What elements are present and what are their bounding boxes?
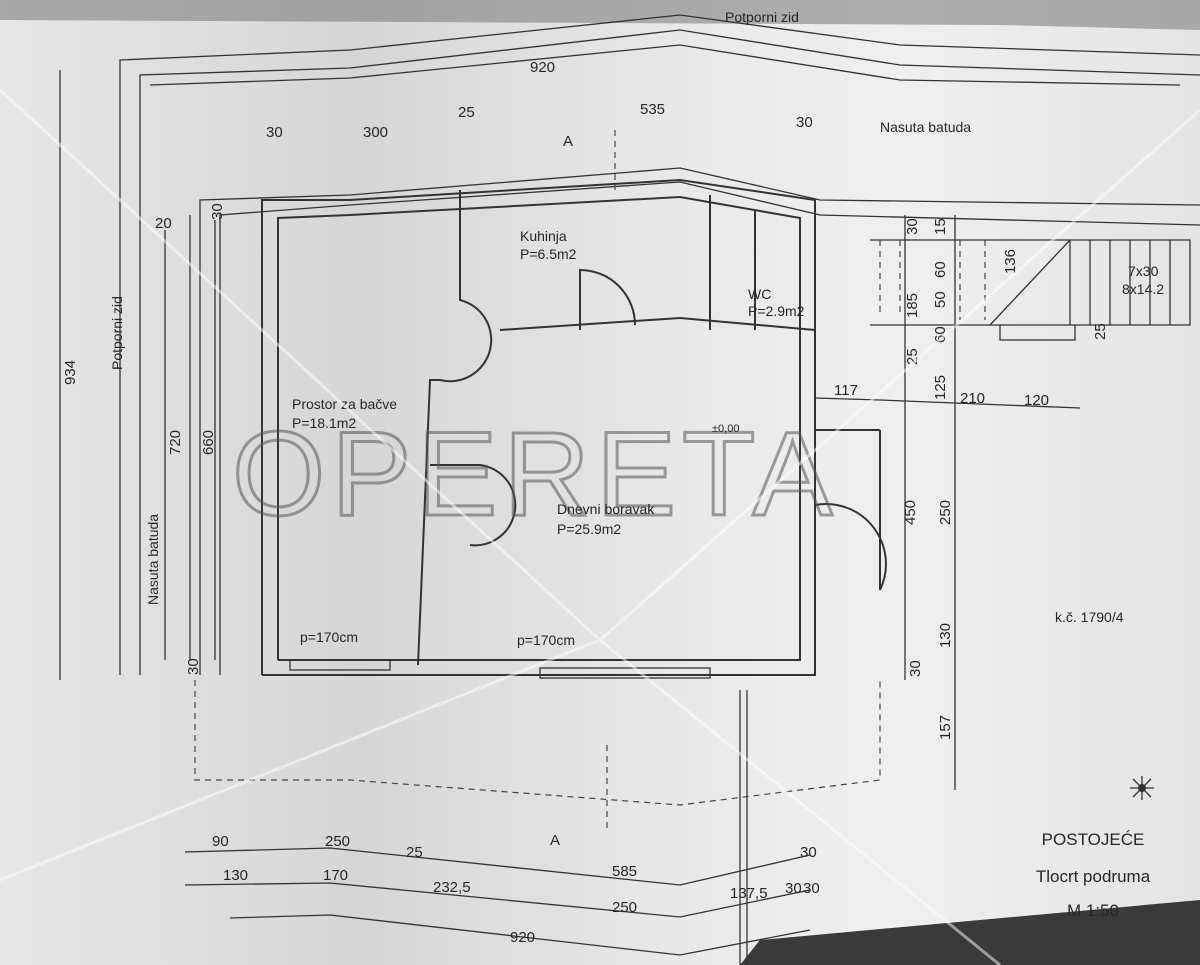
window-label: p=170cm <box>517 632 575 648</box>
dimension: 50 <box>932 291 949 308</box>
table-shadow <box>740 900 1200 965</box>
dimension: 117 <box>834 382 858 399</box>
building-walls <box>261 178 887 679</box>
section-line <box>606 130 616 830</box>
dimension: 120 <box>1024 392 1049 409</box>
dimension: 30 <box>803 880 820 897</box>
dimension: 60 <box>932 326 949 343</box>
level-label: ±0,00 <box>712 423 739 435</box>
top-edge <box>0 0 1200 30</box>
dimension: 130 <box>223 867 248 884</box>
stairs-label-2: 8x14.2 <box>1122 281 1164 297</box>
room-area: P=25.9m2 <box>557 521 621 537</box>
dimension: 30 <box>796 114 813 131</box>
parcel-label: k.č. 1790/4 <box>1055 609 1124 625</box>
terrace-outline <box>194 680 881 806</box>
dimension: 30 <box>266 124 283 141</box>
retaining-wall-label-left: Potporni zid <box>109 296 125 370</box>
watermark: OPERETA <box>232 407 839 541</box>
room-name: WC <box>748 286 771 302</box>
dimension: 585 <box>612 863 637 880</box>
dimension: 30 <box>785 880 802 897</box>
room-area: P=18.1m2 <box>292 415 356 431</box>
dimension: 137,5 <box>730 885 768 902</box>
dimension: 250 <box>325 833 350 850</box>
dimension: 130 <box>937 623 954 648</box>
room-name: Kuhinja <box>520 228 567 244</box>
drawing-status: POSTOJEĆE <box>1042 830 1145 849</box>
dimension: 660 <box>200 430 217 455</box>
room-name: Dnevni boravak <box>557 501 655 517</box>
dimension-labels: 920 535 25 30 300 30 20 30 934 720 660 3… <box>62 59 1109 946</box>
dimension: 25 <box>406 844 423 861</box>
dimension: 157 <box>937 715 954 740</box>
section-marker-top: A <box>563 133 573 150</box>
dimension: 720 <box>167 430 184 455</box>
stairs <box>870 239 1191 341</box>
retaining-wall-label-top: Potporni zid <box>725 9 799 25</box>
dimension: 185 <box>904 293 921 318</box>
dimension: 450 <box>902 500 919 525</box>
dimension: 136 <box>1002 249 1019 274</box>
dimension: 535 <box>640 101 665 118</box>
dimension: 25 <box>458 104 475 121</box>
dimension: 232,5 <box>433 879 471 896</box>
dimension: 210 <box>960 390 985 407</box>
dimension: 30 <box>904 218 921 235</box>
fill-label-left: Nasuta batuda <box>145 514 161 605</box>
dimension: 90 <box>212 833 229 850</box>
dimension: 170 <box>323 867 348 884</box>
dimension: 125 <box>932 375 949 400</box>
dimension: 250 <box>612 899 637 916</box>
section-marker-bottom: A <box>550 832 560 849</box>
dimension: 30 <box>209 203 226 220</box>
dimension: 30 <box>800 844 817 861</box>
dimension: 250 <box>937 500 954 525</box>
dimension: 30 <box>907 660 924 677</box>
dimension: 920 <box>510 929 535 946</box>
room-area: P=2.9m2 <box>748 303 805 319</box>
dimension: 30 <box>185 658 202 675</box>
window-label: p=170cm <box>300 629 358 645</box>
dimension: 920 <box>530 59 555 76</box>
dimension: 300 <box>363 124 388 141</box>
light-glare <box>0 88 1200 965</box>
dimension: 934 <box>62 360 79 385</box>
drawing-title: Tlocrt podruma <box>1036 867 1151 886</box>
dimension-lines <box>59 44 1181 965</box>
north-arrow-icon <box>1130 776 1154 800</box>
dimension: 15 <box>932 218 949 235</box>
room-area: P=6.5m2 <box>520 246 577 262</box>
dimension: 20 <box>155 215 172 232</box>
fill-label-top: Nasuta batuda <box>880 119 971 135</box>
stairs-label-1: 7x30 <box>1128 263 1159 279</box>
dimension: 25 <box>1092 323 1109 340</box>
dimension: 60 <box>932 261 949 278</box>
drawing-scale: M 1:50 <box>1067 901 1119 920</box>
